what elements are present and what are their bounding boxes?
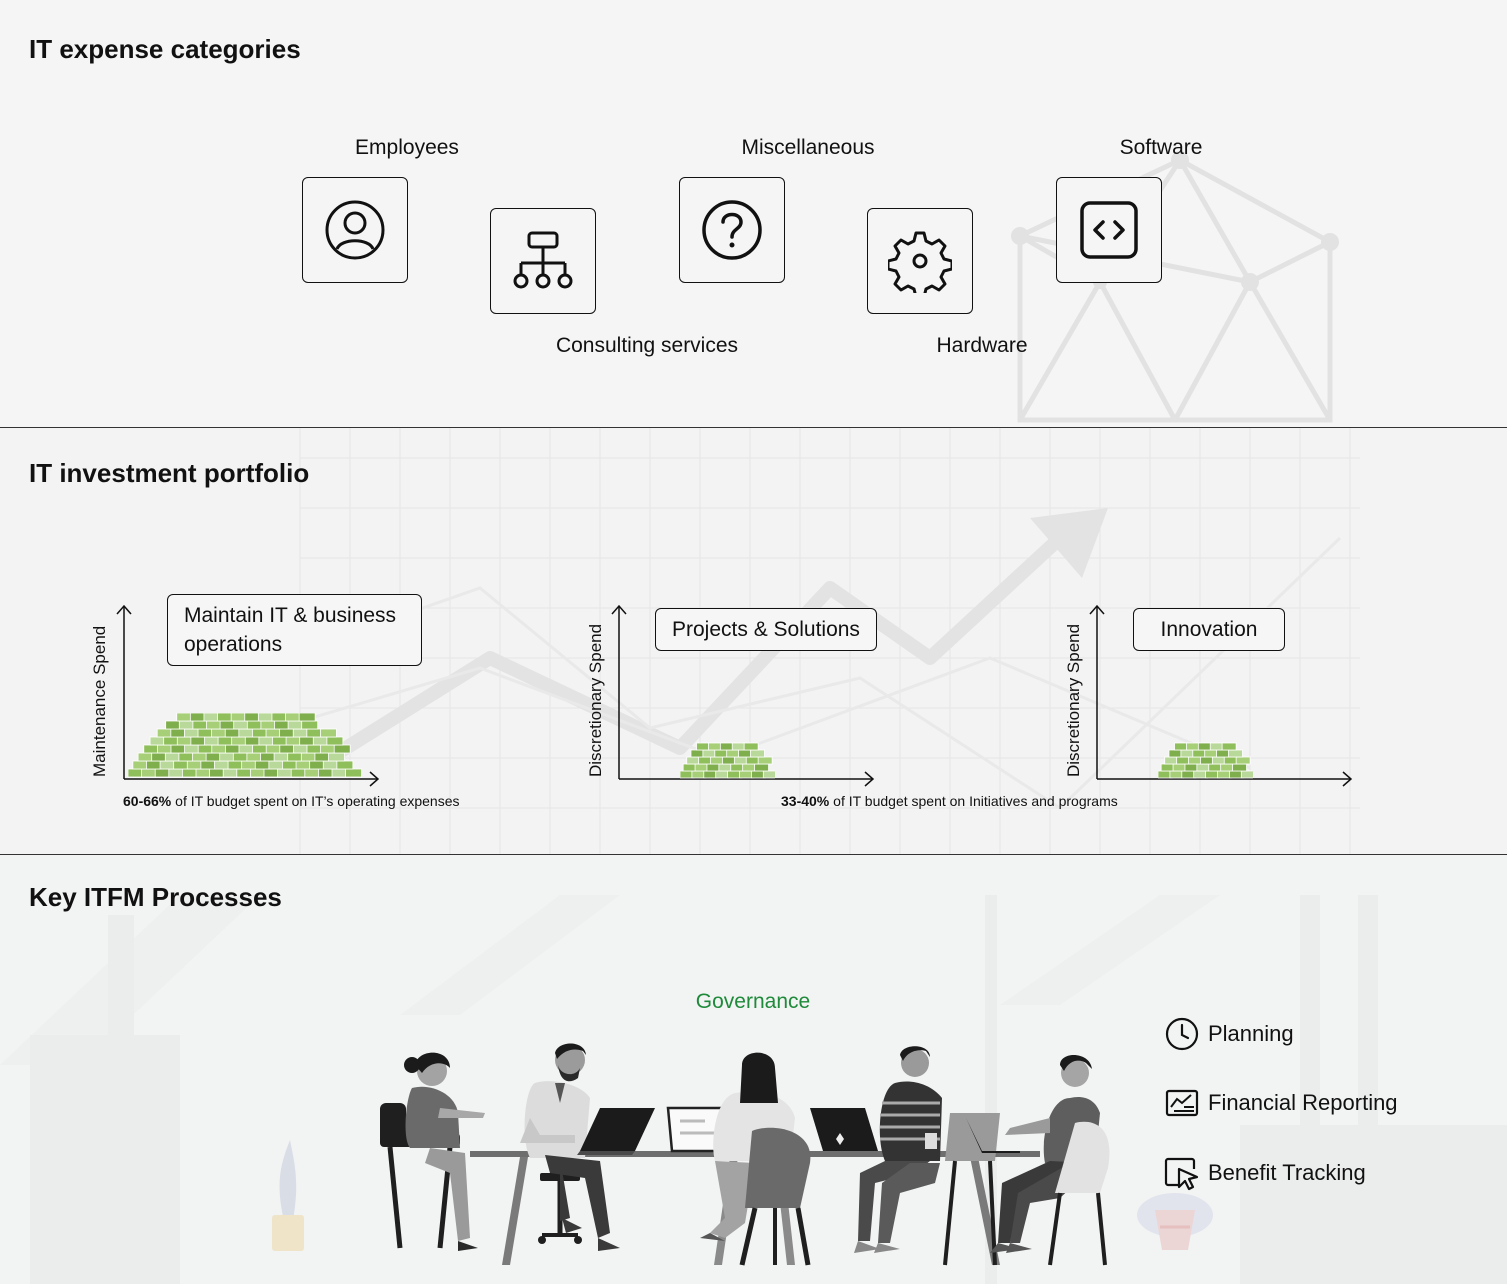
cursor-click-icon <box>1164 1157 1199 1191</box>
section-divider <box>0 427 1507 428</box>
process-financial-reporting: Financial Reporting <box>1164 1085 1398 1121</box>
axis-label-discretionary-2: Discretionary Spend <box>1064 623 1083 777</box>
category-label-employees: Employees <box>355 136 459 159</box>
caption-operating: 60-66% of IT budget spent on IT’s operat… <box>123 793 460 809</box>
process-planning: Planning <box>1164 1016 1294 1052</box>
bucket-projects-solutions: Projects & Solutions <box>655 608 877 651</box>
caption-operating-percent: 60-66% <box>123 793 172 809</box>
governance-label: Governance <box>695 990 811 1013</box>
process-benefit-tracking: Benefit Tracking <box>1164 1155 1366 1191</box>
axis-label-maintenance: Maintenance Spend <box>90 625 109 777</box>
expense-categories-section: IT expense categories Employees Consulti… <box>0 0 1507 427</box>
category-label-software: Software <box>1119 136 1203 159</box>
category-miscellaneous <box>679 177 785 283</box>
axes-innovation <box>1089 604 1353 787</box>
bucket-innovation: Innovation <box>1133 608 1285 651</box>
grid-background <box>209 428 1360 854</box>
caption-initiatives: 33-40% of IT budget spent on Initiatives… <box>781 793 1118 809</box>
caption-operating-text: of IT budget spent on IT’s operating exp… <box>171 793 460 809</box>
bucket-maintain-it: Maintain IT & business operations <box>167 594 422 666</box>
axes-projects <box>611 604 875 787</box>
code-icon <box>1080 201 1138 259</box>
clock-icon <box>1165 1017 1199 1051</box>
money-stack-icon <box>1158 742 1253 779</box>
category-software <box>1056 177 1162 283</box>
section-divider <box>0 854 1507 855</box>
money-stack-icon <box>680 742 775 779</box>
user-icon <box>325 200 385 260</box>
process-label-planning: Planning <box>1208 1021 1294 1046</box>
section-title-expense: IT expense categories <box>29 34 301 64</box>
category-label-miscellaneous: Miscellaneous <box>741 136 875 159</box>
axes-maintain <box>116 604 380 787</box>
plant-left <box>272 1140 304 1251</box>
category-label-hardware: Hardware <box>936 334 1028 357</box>
question-icon <box>702 200 762 260</box>
category-consulting-services <box>490 208 596 314</box>
org-chart-icon <box>513 231 573 289</box>
category-label-consulting: Consulting services <box>555 334 739 357</box>
process-label-benefit-tracking: Benefit Tracking <box>1208 1160 1366 1185</box>
caption-initiatives-percent: 33-40% <box>781 793 830 809</box>
section-title-portfolio: IT investment portfolio <box>29 458 310 488</box>
caption-initiatives-text: of IT budget spent on Initiatives and pr… <box>829 793 1118 809</box>
team-meeting-illustration <box>380 1043 1110 1266</box>
report-chart-icon <box>1165 1089 1199 1117</box>
section-title-processes: Key ITFM Processes <box>29 882 282 912</box>
axis-label-discretionary-1: Discretionary Spend <box>586 623 605 777</box>
money-pile-icon <box>128 713 363 778</box>
plant-right <box>1137 1193 1213 1250</box>
itfm-processes-section: Key ITFM Processes Governance <box>0 855 1507 1284</box>
category-hardware <box>867 208 973 314</box>
process-label-financial-reporting: Financial Reporting <box>1208 1090 1398 1115</box>
gear-icon <box>888 231 952 293</box>
investment-portfolio-section: IT investment portfolio Maintenance Spen… <box>0 428 1507 854</box>
category-employees <box>302 177 408 283</box>
